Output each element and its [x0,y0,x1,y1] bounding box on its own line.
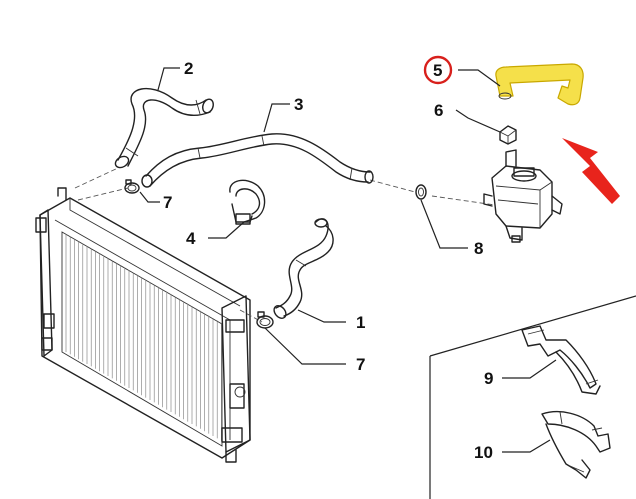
hose-1 [273,218,334,319]
bracket-9 [521,325,601,395]
clamp-7-lower [256,311,274,329]
expansion-tank [483,149,563,243]
leader-lines [139,67,557,453]
label-part-8: 8 [474,239,483,258]
clamp-8 [415,184,427,200]
hose-5-body [495,63,584,106]
hose-3 [141,133,374,188]
label-part-4: 4 [186,229,196,248]
label-part-5: 5 [433,61,442,80]
highlight-circle [423,55,453,85]
pointer-arrow [562,138,620,204]
radiator-core-fins [65,234,222,441]
label-part-7-lower: 7 [356,355,365,374]
label-part-3: 3 [294,95,303,114]
bracket-4 [229,179,266,225]
inset-panel [429,295,636,499]
label-part-7-upper: 7 [163,193,172,212]
label-part-9: 9 [484,369,493,388]
hose-2 [114,87,214,169]
label-part-6: 6 [434,101,443,120]
hose-5-highlighted [495,63,584,106]
label-part-2: 2 [184,59,193,78]
clamp-7-upper [124,179,140,194]
label-part-10: 10 [474,443,493,462]
radiator [35,187,251,463]
label-part-1: 1 [356,313,365,332]
bracket-10 [541,410,611,479]
assembly-lines [74,167,496,323]
clip-6 [499,125,517,145]
